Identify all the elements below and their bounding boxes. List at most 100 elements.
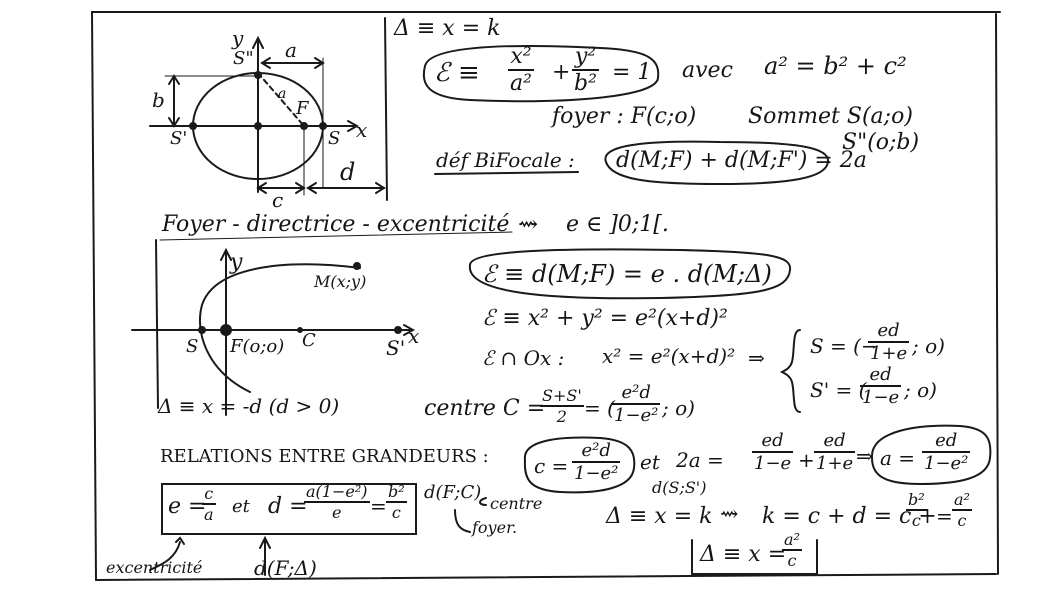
parabola-s-label: S (186, 336, 199, 357)
final-lhs: Δ ≡ x = k (606, 504, 713, 529)
ellipse-y-arrow (252, 35, 264, 49)
ellipse-b-label: b (152, 88, 165, 112)
eq2-sp-eq: S' = ( (810, 378, 867, 402)
parabola-axis-y-label: y (230, 250, 243, 275)
ellipse-vertex-left: S' (170, 128, 188, 149)
eq2-line3-lhs: ℰ ∩ Ox : (482, 346, 565, 370)
brace (779, 329, 801, 413)
box-et: et (232, 496, 250, 517)
eq2-centre: centre C = (424, 396, 546, 421)
final-rhs: k = c + d = c + (762, 504, 937, 529)
label-dfdelta: d(F;Δ) (254, 556, 317, 580)
ellipse-vertex-top: S" (233, 48, 254, 69)
parabola-focus-label: F(o;o) (230, 336, 285, 357)
ellipse-vertex-right: S (328, 128, 341, 149)
rel-two-a: 2a = (676, 448, 724, 472)
label-excentricite: excentricité (106, 558, 203, 577)
box-d: d = (268, 494, 308, 519)
eq2-centre-eq: = ( (584, 396, 615, 420)
ellipse-a-label: a (285, 38, 297, 62)
parabola-sprime-label: S' (386, 336, 406, 360)
ellipse-d-label: d (340, 158, 356, 186)
final-eq: = (936, 504, 953, 528)
eq2-s-end: ; o) (912, 334, 945, 358)
boxed-final: Δ ≡ x = (700, 542, 787, 567)
box-e: e = (168, 494, 207, 519)
equation-bubble (422, 44, 660, 103)
parabola-directrix-line (155, 239, 159, 409)
ellipse-axis-x-label: x (356, 118, 368, 142)
foyer-text: foyer : F(c;o) (552, 104, 697, 129)
ellipse-a-diag-label: a (278, 86, 287, 102)
rel-dfc: d(F;C) (424, 482, 482, 503)
frame-bottom (95, 573, 997, 581)
eq2-line2: ℰ ≡ x² + y² = e²(x+d)² (482, 306, 728, 331)
rel-centre: centre (490, 494, 543, 513)
directrix-top: Δ ≡ x = k (394, 16, 501, 41)
parabola-axis-x-label: x (408, 324, 420, 348)
ellipse-axis-y-label: y (232, 26, 244, 50)
section2-title: Foyer - directrice - excentricité (162, 212, 510, 237)
eq-lhs: ℰ ≡ (434, 58, 480, 88)
bifocal-formula: d(M;F) + d(M;F') = 2a (616, 148, 867, 173)
separator-line (384, 17, 388, 201)
frame-right (995, 13, 999, 575)
eq-one: = 1 (612, 60, 652, 85)
box-eq: = (370, 494, 387, 518)
rel-c-lhs: c = (534, 454, 569, 478)
eq2-implies: ⇒ (748, 346, 765, 370)
parabola-directrix-label: Δ ≡ x = -d (d > 0) (158, 394, 340, 418)
rel-a-lhs: a = (880, 446, 916, 470)
rel-plus: + (798, 448, 815, 472)
ellipse-c-label: c (272, 188, 284, 212)
eq-relation: a² = b² + c² (764, 52, 907, 80)
eq-avec: avec (682, 58, 733, 83)
parabola-c-label: C (302, 330, 316, 351)
section2-range: e ∈ ]0;1[. (566, 212, 669, 237)
ellipse-focus-label: F (296, 98, 309, 119)
eq-plus: + (552, 60, 571, 85)
eq2-sp-end: ; o) (904, 378, 937, 402)
box-d-frac: a(1−e²)e (304, 482, 370, 522)
sommet-text: Sommet S(a;o) (748, 104, 913, 129)
rel-et: et (640, 450, 660, 474)
sommet2-text: S"(o;b) (842, 130, 920, 155)
eq2-line1: ℰ ≡ d(M;F) = e . d(M;Δ) (482, 260, 772, 288)
rel-foyer: foyer. (472, 518, 518, 537)
c-bubble (523, 436, 636, 494)
bifocal-underline (434, 171, 579, 175)
ellipse-x-arrow (347, 120, 360, 132)
parabola-curve (198, 263, 361, 393)
relations-title: RELATIONS ENTRE GRANDEURS : (160, 446, 489, 467)
parabola-point-m: M(x;y) (314, 272, 367, 291)
rel-implies: ⇒ (856, 444, 873, 468)
eq2-s-eq: S = (− (810, 334, 878, 358)
excentricite-arrow (149, 541, 181, 571)
eq2-centre-frac: S+S'2 (540, 386, 584, 426)
eq2-line3-rhs: x² = e²(x+d)² (602, 344, 736, 368)
a-bubble (870, 424, 992, 486)
bifocal-bubble (604, 140, 830, 186)
final-arrow: ⇝ (720, 502, 739, 527)
frame-left (91, 11, 97, 581)
ellipse-diag-a (257, 72, 305, 127)
bifocal-label: déf BiFocale : (436, 148, 575, 172)
eq2-centre-end: ; o) (662, 396, 695, 420)
section2-arrow: ⇝ (518, 210, 539, 238)
rel-dss: d(S;S') (652, 478, 707, 497)
